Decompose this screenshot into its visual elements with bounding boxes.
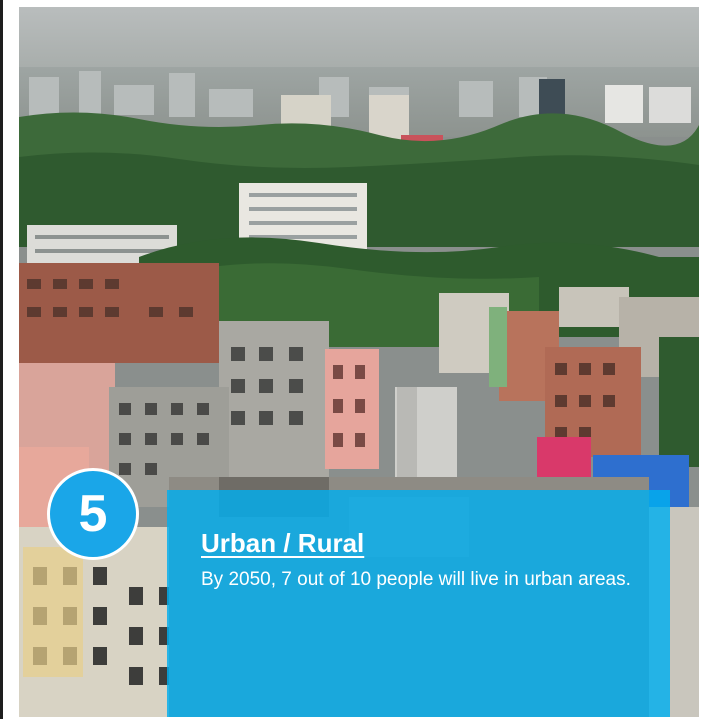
- badge-number: 5: [78, 485, 108, 543]
- city-photo: [19, 7, 699, 717]
- left-border: [0, 0, 3, 719]
- card-title[interactable]: Urban / Rural: [201, 528, 365, 558]
- card-body: By 2050, 7 out of 10 people will live in…: [201, 569, 631, 590]
- number-badge: 5: [47, 468, 139, 560]
- info-card: Urban / Rural By 2050, 7 out of 10 peopl…: [167, 490, 670, 717]
